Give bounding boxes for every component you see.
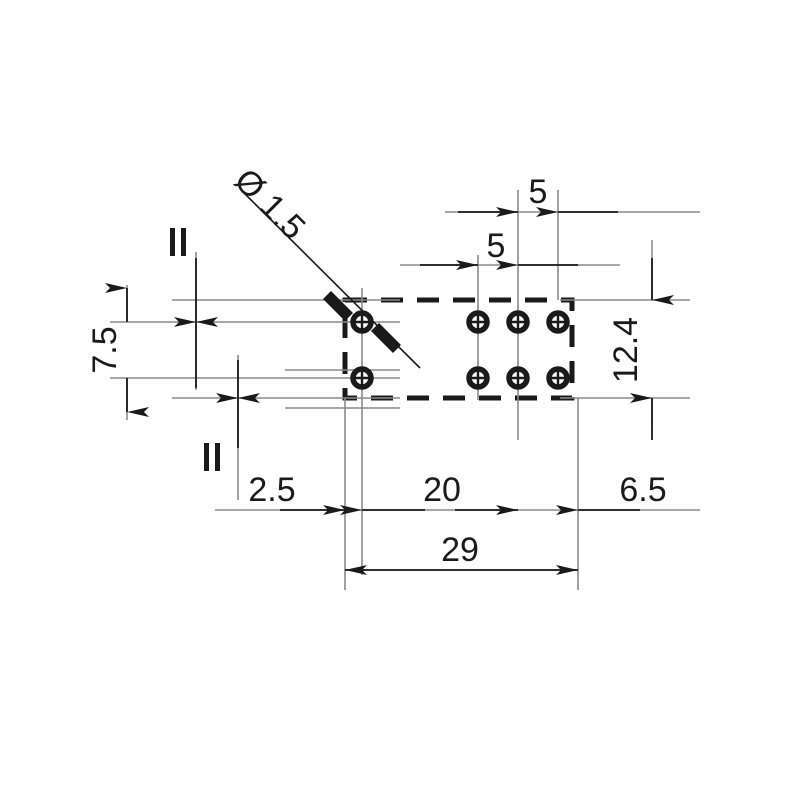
- dimension-2-5: 2.5: [248, 471, 345, 515]
- hole-r2-top: [506, 310, 530, 334]
- hole-r3-bottom: [546, 366, 570, 390]
- dim-29-label: 29: [441, 531, 479, 569]
- dimension-12-4: 12.4: [607, 258, 674, 440]
- hole-l-top: [350, 310, 374, 334]
- diameter-arrow-upper: [323, 291, 353, 321]
- diameter-dimension-leader: [242, 191, 421, 369]
- dim-5-lower-label: 5: [487, 227, 506, 265]
- dimension-20: 20: [340, 471, 518, 515]
- dim-5-upper-label: 5: [529, 173, 548, 211]
- dim-25-label: 2.5: [248, 471, 295, 509]
- hole-r3-top: [546, 310, 570, 334]
- dimension-5-upper: 5: [458, 173, 618, 217]
- dim-20-label: 20: [423, 471, 461, 509]
- dimension-29: 29: [345, 531, 578, 575]
- hole-r1-top: [466, 310, 490, 334]
- dimension-5-lower: 5: [420, 227, 578, 270]
- equal-mark-bottom-icon: [204, 443, 220, 471]
- dimension-7-5: 7.5: [86, 283, 149, 417]
- dim-75-label: 7.5: [86, 326, 124, 373]
- diameter-arrow-lower: [371, 323, 401, 353]
- mounting-holes-group: [350, 310, 570, 390]
- component-outline: [342, 297, 575, 401]
- dim-124-label: 12.4: [607, 317, 645, 383]
- hole-l-bottom: [350, 366, 374, 390]
- equal-mark-top-icon: [170, 228, 186, 256]
- dimension-6-5: 6.5: [556, 471, 667, 515]
- hole-r1-bottom: [466, 366, 490, 390]
- equal-spacing-top-group: =: [170, 228, 218, 388]
- dim-65-label: 6.5: [619, 471, 666, 509]
- equal-spacing-bottom-group: =: [204, 360, 260, 471]
- component-outline-rect: [342, 297, 575, 401]
- hole-r2-bottom: [506, 366, 530, 390]
